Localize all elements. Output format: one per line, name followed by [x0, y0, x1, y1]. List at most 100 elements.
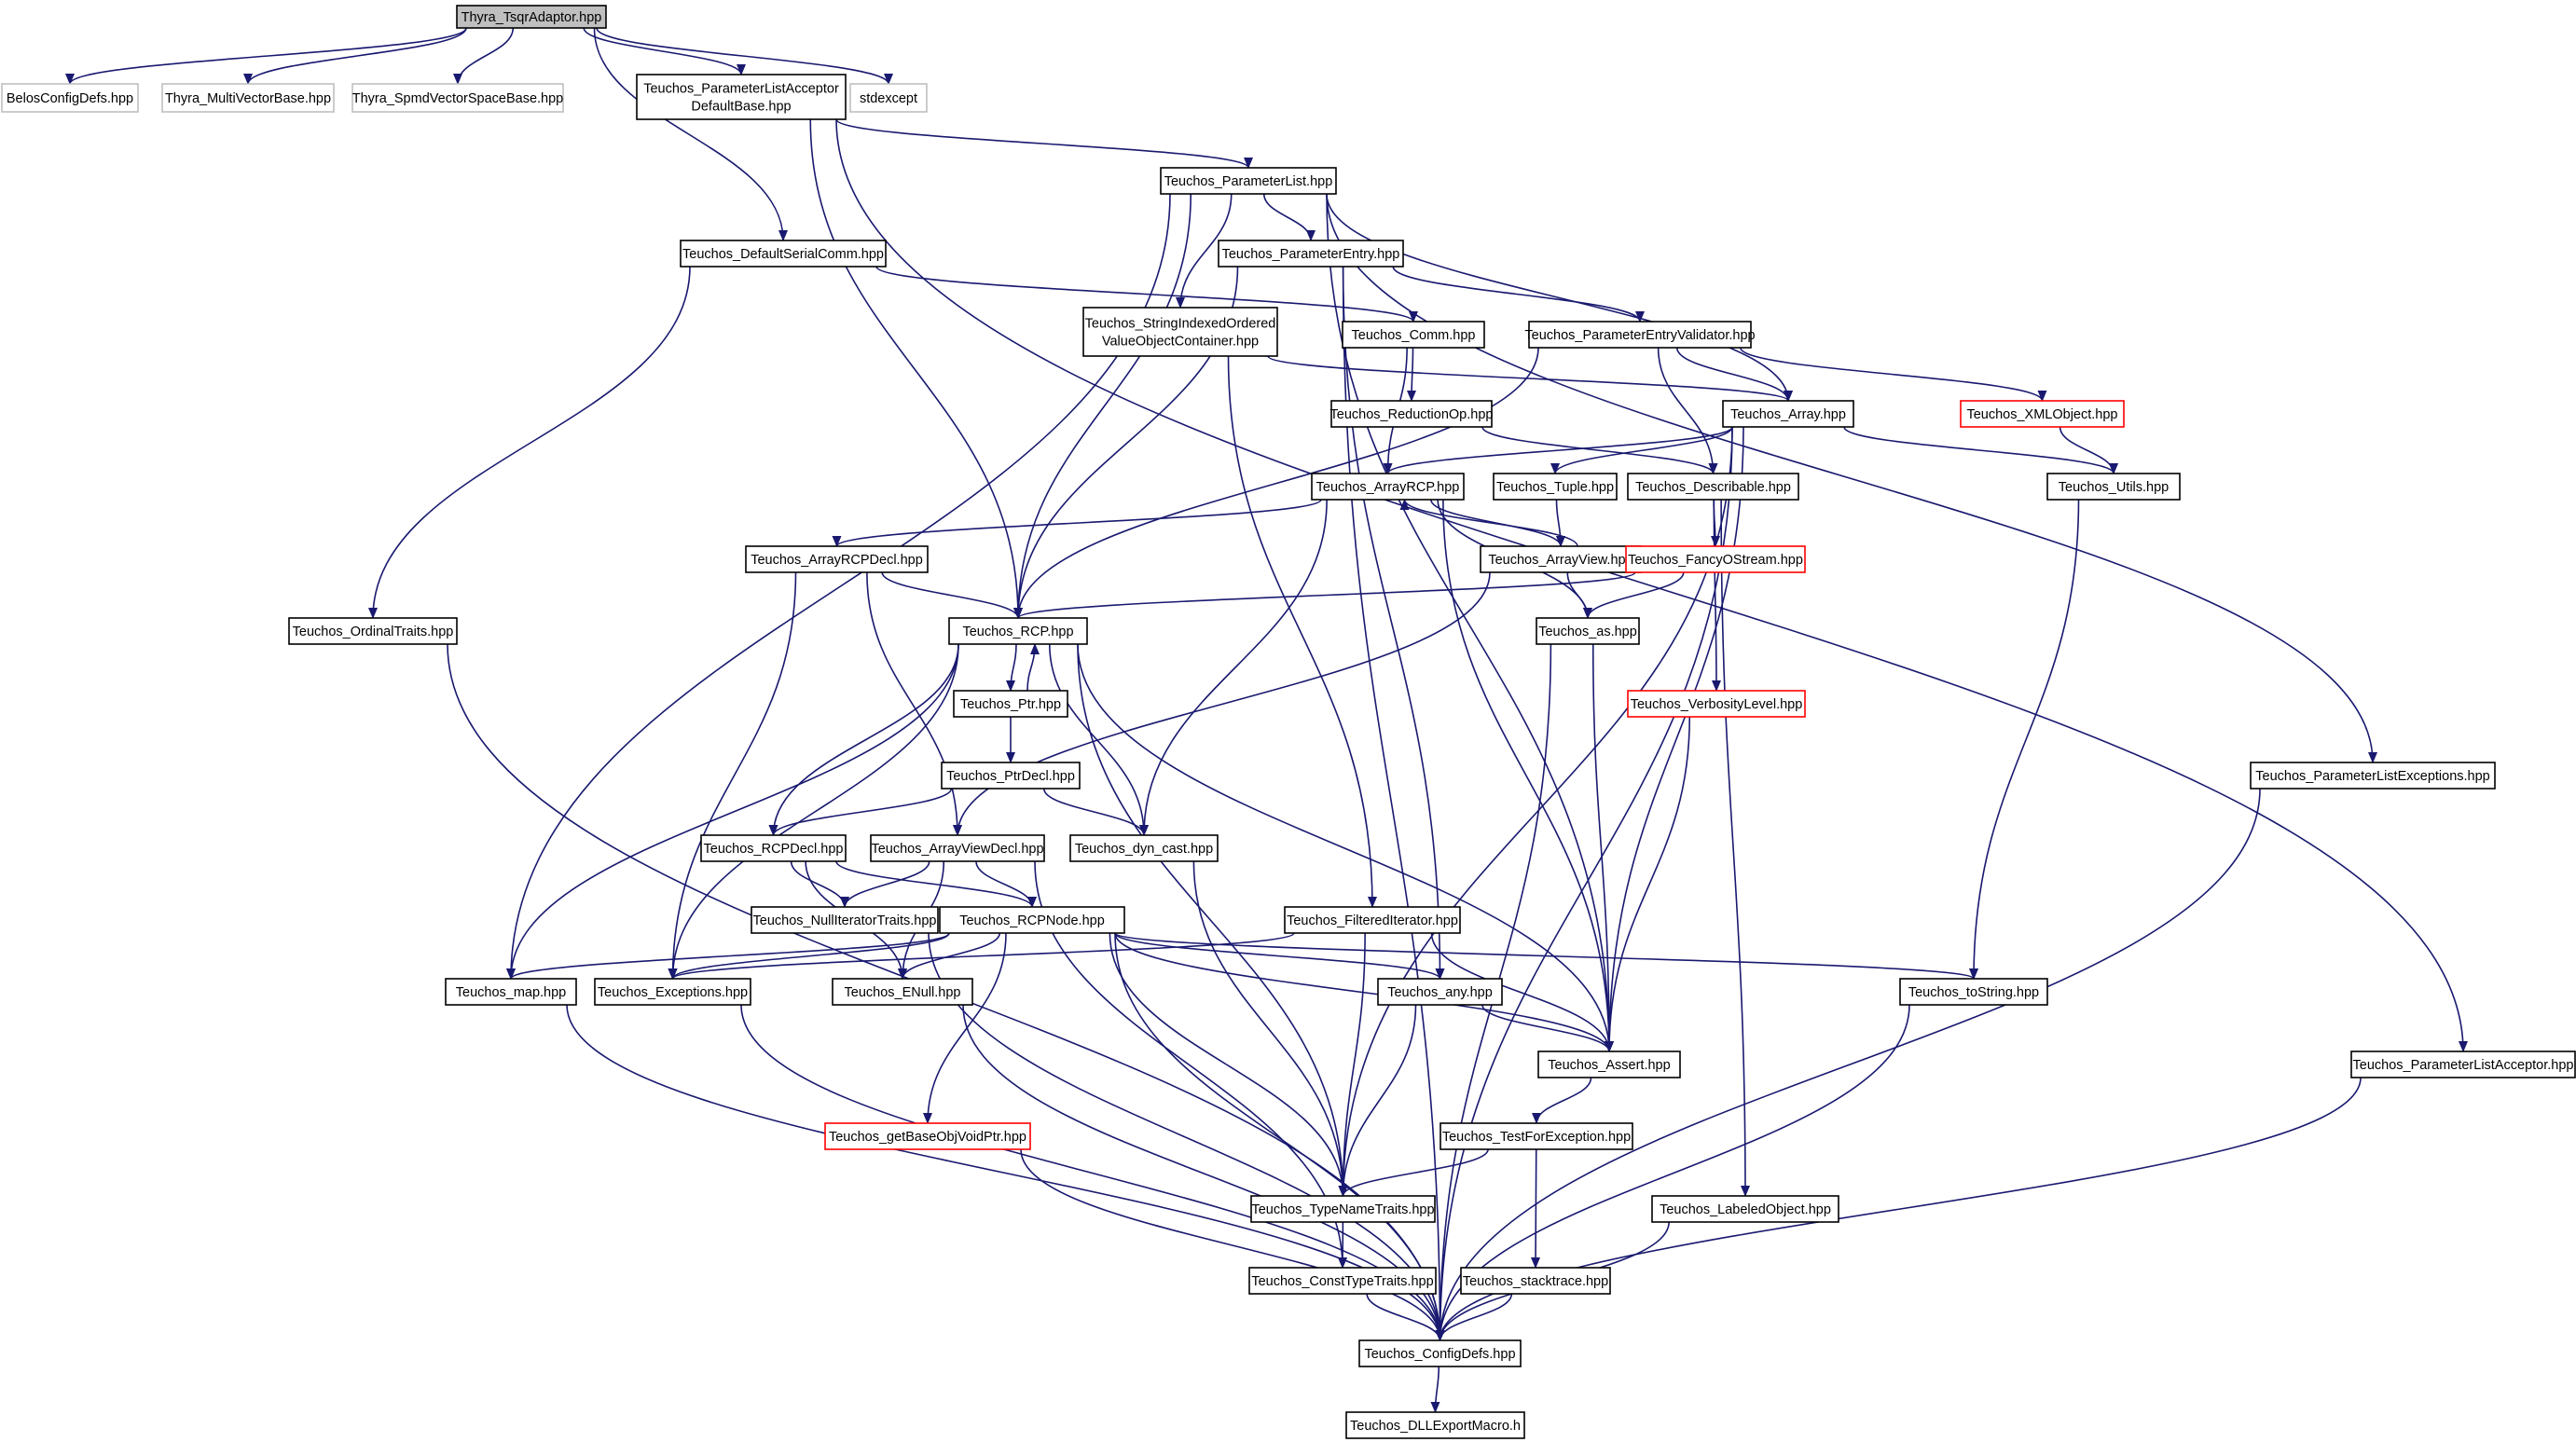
- node-box[interactable]: [1960, 400, 2125, 428]
- node-ordinal[interactable]: Teuchos_OrdinalTraits.hpp: [288, 617, 458, 645]
- node-aview[interactable]: Teuchos_ArrayView.hpp: [1480, 545, 1642, 573]
- node-spmd[interactable]: Thyra_SpmdVectorSpaceBase.hpp: [351, 83, 564, 113]
- node-box[interactable]: [2046, 473, 2181, 501]
- node-array[interactable]: Teuchos_Array.hpp: [1722, 400, 1854, 428]
- node-box[interactable]: [1651, 1195, 1839, 1223]
- node-box[interactable]: [1493, 473, 1618, 501]
- node-box[interactable]: [351, 83, 564, 113]
- node-box[interactable]: [1, 83, 139, 113]
- node-config[interactable]: Teuchos_ConfigDefs.hpp: [1358, 1339, 1522, 1367]
- node-box[interactable]: [1358, 1339, 1522, 1367]
- node-xml[interactable]: Teuchos_XMLObject.hpp: [1960, 400, 2125, 428]
- node-arcp[interactable]: Teuchos_ArrayRCP.hpp: [1311, 473, 1465, 501]
- node-comm[interactable]: Teuchos_Comm.hpp: [1342, 321, 1485, 349]
- node-box[interactable]: [953, 690, 1068, 718]
- node-tnt[interactable]: Teuchos_TypeNameTraits.hpp: [1250, 1195, 1436, 1223]
- node-labeled[interactable]: Teuchos_LabeledObject.hpp: [1651, 1195, 1839, 1223]
- node-pev[interactable]: Teuchos_ParameterEntryValidator.hpp: [1524, 321, 1756, 349]
- node-enull[interactable]: Teuchos_ENull.hpp: [832, 978, 973, 1006]
- node-box[interactable]: [870, 834, 1045, 862]
- node-box[interactable]: [1377, 978, 1503, 1006]
- node-box[interactable]: [751, 906, 939, 934]
- node-box[interactable]: [636, 74, 847, 120]
- node-tuple[interactable]: Teuchos_Tuple.hpp: [1493, 473, 1618, 501]
- node-box[interactable]: [700, 834, 847, 862]
- node-verb[interactable]: Teuchos_VerbosityLevel.hpp: [1627, 690, 1806, 718]
- node-stdexcept[interactable]: stdexcept: [849, 83, 928, 113]
- node-pentry[interactable]: Teuchos_ParameterEntry.hpp: [1218, 240, 1404, 268]
- node-arcpdecl[interactable]: Teuchos_ArrayRCPDecl.hpp: [745, 545, 929, 573]
- node-box[interactable]: [1248, 1267, 1437, 1295]
- node-box[interactable]: [1536, 617, 1640, 645]
- node-box[interactable]: [1284, 906, 1461, 934]
- node-utils[interactable]: Teuchos_Utils.hpp: [2046, 473, 2181, 501]
- node-box[interactable]: [1722, 400, 1854, 428]
- node-tsqr[interactable]: Thyra_TsqrAdaptor.hpp: [456, 5, 607, 29]
- node-rcpdecl[interactable]: Teuchos_RCPDecl.hpp: [700, 834, 847, 862]
- node-tfe[interactable]: Teuchos_TestForException.hpp: [1440, 1122, 1633, 1150]
- node-exc[interactable]: Teuchos_Exceptions.hpp: [594, 978, 751, 1006]
- node-box[interactable]: [1528, 321, 1752, 349]
- node-avdecl[interactable]: Teuchos_ArrayViewDecl.hpp: [870, 834, 1045, 862]
- node-pla[interactable]: Teuchos_ParameterListAcceptor.hpp: [2350, 1051, 2576, 1078]
- node-plad[interactable]: Teuchos_ParameterListAcceptorDefaultBase…: [636, 74, 847, 120]
- node-box[interactable]: [1345, 1411, 1525, 1439]
- node-box[interactable]: [948, 617, 1088, 645]
- node-map[interactable]: Teuchos_map.hpp: [445, 978, 577, 1006]
- node-box[interactable]: [941, 762, 1081, 790]
- node-sio[interactable]: Teuchos_StringIndexedOrderedValueObjectC…: [1082, 307, 1278, 357]
- node-box[interactable]: [2250, 762, 2496, 790]
- node-box[interactable]: [1082, 307, 1278, 357]
- node-box[interactable]: [1330, 400, 1493, 428]
- node-box[interactable]: [745, 545, 929, 573]
- node-box[interactable]: [1899, 978, 2048, 1006]
- node-box[interactable]: [1440, 1122, 1633, 1150]
- node-ptr[interactable]: Teuchos_Ptr.hpp: [953, 690, 1068, 718]
- node-dyncast[interactable]: Teuchos_dyn_cast.hpp: [1069, 834, 1219, 862]
- node-filtit[interactable]: Teuchos_FilteredIterator.hpp: [1284, 906, 1461, 934]
- node-box[interactable]: [1627, 473, 1799, 501]
- node-box[interactable]: [1342, 321, 1485, 349]
- node-box[interactable]: [849, 83, 928, 113]
- node-tostr[interactable]: Teuchos_toString.hpp: [1899, 978, 2048, 1006]
- node-box[interactable]: [939, 906, 1125, 934]
- node-any[interactable]: Teuchos_any.hpp: [1377, 978, 1503, 1006]
- node-box[interactable]: [1218, 240, 1404, 268]
- node-stack[interactable]: Teuchos_stacktrace.hpp: [1460, 1267, 1611, 1295]
- node-rcp[interactable]: Teuchos_RCP.hpp: [948, 617, 1088, 645]
- node-plexc[interactable]: Teuchos_ParameterListExceptions.hpp: [2250, 762, 2496, 790]
- node-box[interactable]: [1311, 473, 1465, 501]
- node-box[interactable]: [2350, 1051, 2576, 1078]
- node-box[interactable]: [1069, 834, 1219, 862]
- node-fancy[interactable]: Teuchos_FancyOStream.hpp: [1625, 545, 1806, 573]
- node-box[interactable]: [594, 978, 751, 1006]
- node-box[interactable]: [1627, 690, 1806, 718]
- node-box[interactable]: [1537, 1051, 1681, 1078]
- node-nullit[interactable]: Teuchos_NullIteratorTraits.hpp: [751, 906, 939, 934]
- node-plist[interactable]: Teuchos_ParameterList.hpp: [1160, 167, 1337, 195]
- node-box[interactable]: [1480, 545, 1642, 573]
- node-mvb[interactable]: Thyra_MultiVectorBase.hpp: [161, 83, 335, 113]
- node-box[interactable]: [1160, 167, 1337, 195]
- node-box[interactable]: [1250, 1195, 1436, 1223]
- node-box[interactable]: [832, 978, 973, 1006]
- node-box[interactable]: [456, 5, 607, 29]
- node-descr[interactable]: Teuchos_Describable.hpp: [1627, 473, 1799, 501]
- node-box[interactable]: [824, 1122, 1031, 1150]
- node-box[interactable]: [161, 83, 335, 113]
- node-rcpnode[interactable]: Teuchos_RCPNode.hpp: [939, 906, 1125, 934]
- node-dll[interactable]: Teuchos_DLLExportMacro.h: [1345, 1411, 1525, 1439]
- node-box[interactable]: [1460, 1267, 1611, 1295]
- node-ctt[interactable]: Teuchos_ConstTypeTraits.hpp: [1248, 1267, 1437, 1295]
- node-belos[interactable]: BelosConfigDefs.hpp: [1, 83, 139, 113]
- node-box[interactable]: [1625, 545, 1806, 573]
- node-getbase[interactable]: Teuchos_getBaseObjVoidPtr.hpp: [824, 1122, 1031, 1150]
- node-redop[interactable]: Teuchos_ReductionOp.hpp: [1330, 400, 1494, 428]
- node-box[interactable]: [680, 240, 887, 268]
- node-box[interactable]: [445, 978, 577, 1006]
- node-box[interactable]: [288, 617, 458, 645]
- node-ptrdecl[interactable]: Teuchos_PtrDecl.hpp: [941, 762, 1081, 790]
- node-dsc[interactable]: Teuchos_DefaultSerialComm.hpp: [680, 240, 887, 268]
- node-assert[interactable]: Teuchos_Assert.hpp: [1537, 1051, 1681, 1078]
- node-as[interactable]: Teuchos_as.hpp: [1536, 617, 1640, 645]
